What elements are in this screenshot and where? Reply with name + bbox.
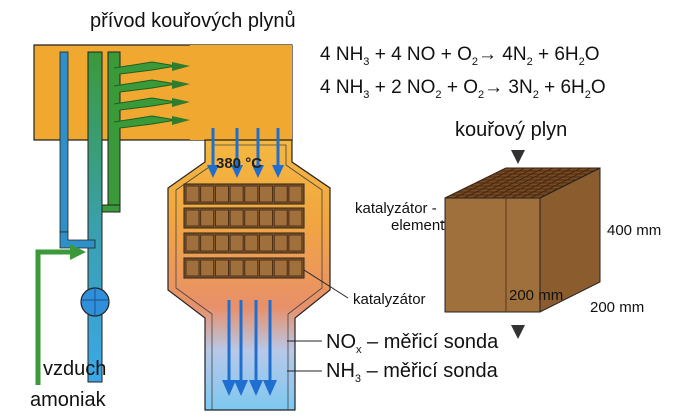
catalyst-cell: [200, 185, 215, 203]
catalyst-cell: [288, 185, 303, 203]
lance-tip: [172, 98, 190, 107]
catalyst-cell: [229, 185, 244, 203]
block-side: [539, 167, 601, 313]
catalyst-cell: [259, 185, 273, 203]
outlet-arrow: [249, 300, 263, 396]
lance-tip: [172, 116, 190, 125]
catalyst-cell: [214, 209, 229, 227]
flue-gas-label: kouřový plyn: [455, 119, 567, 141]
ammonia-supply-arrow: [70, 244, 86, 260]
catalyst-cell: [200, 234, 215, 252]
catalyst-cell: [259, 234, 273, 252]
gas-inlet-arrows: [207, 128, 284, 178]
air-fan-icon: [80, 287, 110, 317]
catalyst-cell: [273, 234, 288, 252]
catalyst-cell: [214, 259, 229, 277]
duct-elbow: [190, 45, 292, 140]
catalyst-cell: [185, 209, 200, 227]
inlet-arrow: [272, 128, 284, 178]
outflow-down-arrow: [511, 325, 525, 339]
nh3-probe-label: NH3 – měřicí sonda: [326, 360, 499, 385]
catalyst-element-block: [444, 167, 601, 313]
catalyst-cell: [229, 259, 244, 277]
catalyst-cell: [185, 185, 200, 203]
catalyst-layers: [183, 183, 305, 279]
ammonia-supply-line: [35, 249, 74, 385]
lance-tip: [172, 62, 190, 71]
ammonia-label: amoniak: [30, 389, 107, 411]
catalyst-cell: [259, 259, 273, 277]
outlet-arrow: [263, 300, 277, 396]
element-label-line1: katalyzátor -: [355, 200, 437, 217]
inlet-arrow: [231, 128, 243, 178]
catalyst-cell: [288, 209, 303, 227]
flue-gas-down-arrow: [511, 150, 525, 164]
catalyst-cell: [273, 209, 288, 227]
catalyst-cell: [229, 209, 244, 227]
dim-width-label: 200 mm: [590, 299, 644, 316]
outlet-arrow: [234, 300, 248, 396]
nox-probe-label: NOx – měřicí sonda: [326, 331, 499, 356]
catalyst-cell: [200, 259, 215, 277]
catalyst-cell: [244, 234, 259, 252]
catalyst-cell: [244, 209, 259, 227]
equation-2: 4 NH3 + 2 NO2 + O2→ 3N2 + 6H2O: [320, 77, 606, 101]
equation-1: 4 NH3 + 4 NO + O2→ 4N2 + 6H2O: [320, 44, 600, 68]
inlet-arrow: [252, 128, 264, 178]
catalyst-cell: [229, 234, 244, 252]
catalyst-cell: [273, 259, 288, 277]
outlet-arrow: [222, 300, 236, 396]
catalyst-cell: [214, 234, 229, 252]
catalyst-cell: [244, 259, 259, 277]
catalyst-cell: [185, 259, 200, 277]
catalyst-cell: [244, 185, 259, 203]
dim-depth-label: 200 mm: [509, 287, 563, 304]
air-label: vzduch: [43, 358, 106, 380]
temperature-label: 380 °C: [216, 155, 262, 172]
catalyst-label: katalyzátor: [353, 291, 426, 308]
catalyst-cell: [288, 234, 303, 252]
catalyst-cell: [288, 259, 303, 277]
inlet-arrow: [207, 128, 219, 178]
catalyst-cell: [200, 209, 215, 227]
catalyst-cell: [273, 185, 288, 203]
dim-height-label: 400 mm: [607, 222, 661, 239]
catalyst-cell: [214, 185, 229, 203]
catalyst-cell: [185, 234, 200, 252]
lance-tip: [172, 80, 190, 89]
flue-gas-inlet-label: přívod kouřových plynů: [90, 10, 296, 32]
gas-outlet-arrows: [222, 300, 277, 396]
element-label-line2: element: [391, 217, 445, 234]
catalyst-cell: [259, 209, 273, 227]
